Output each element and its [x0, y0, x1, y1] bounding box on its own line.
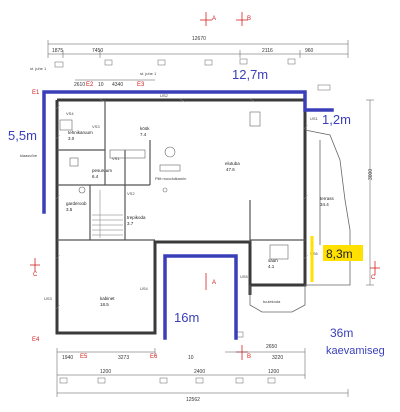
axis-mark: E4	[32, 337, 40, 343]
dim-top-part: 1875	[52, 48, 63, 54]
section-mark-b-bottom: B	[247, 354, 251, 360]
room-area: 3.7	[127, 221, 134, 226]
room-area: 18.5	[100, 302, 109, 307]
room-name: trepikoda	[127, 215, 146, 220]
room-area: 47.6	[226, 167, 235, 172]
room-name: garderoob	[66, 201, 87, 206]
annotation-bottom-length: 16m	[174, 310, 199, 325]
porch-outline	[249, 285, 306, 313]
room-name: tuulekoda	[263, 299, 281, 304]
room-area: 4.1	[268, 264, 275, 269]
room-area: 6.4	[92, 174, 99, 179]
note-cable: st. juhe 1	[140, 71, 157, 76]
annotation-right-length: 1,2m	[322, 112, 351, 127]
room-name: saun	[268, 258, 278, 263]
wall-tag: VS1	[112, 156, 120, 161]
note-window: klaasvõre	[20, 153, 38, 158]
annotation-left-length: 5,5m	[8, 128, 37, 143]
stairs	[92, 190, 123, 238]
top-markers	[54, 58, 331, 91]
wall-tag: US6	[310, 251, 319, 256]
dim-top-part: 7450	[92, 48, 103, 54]
dim-right-vertical: 3000	[368, 169, 374, 180]
bottom-markers	[59, 331, 276, 384]
axis-mark: E3	[137, 82, 145, 88]
dim-bottom-second: 1200	[100, 369, 111, 375]
right-dimension-chain	[366, 99, 374, 286]
exterior-walls	[55, 98, 307, 335]
wall-tag: US5	[240, 274, 249, 279]
interior-walls	[57, 100, 305, 242]
annotation-highlight-length: 8,3m	[326, 247, 353, 261]
room-name: tehnikaruum	[68, 130, 93, 135]
room-area: 34.4	[320, 202, 329, 207]
top-dimension-chain	[47, 40, 349, 81]
note-cable: st. juhe 1	[30, 66, 47, 71]
wall-tag: US1	[310, 116, 319, 121]
dim-second-part: 4340	[112, 82, 123, 88]
note-fireplace: Pliit moodulkamin	[155, 176, 186, 181]
dim-bottom-second: 2400	[194, 369, 205, 375]
wall-tag: US3	[44, 296, 53, 301]
wall-tag: VS2	[127, 191, 135, 196]
dim-bottom-part: 1940	[62, 355, 73, 361]
dim-top-overall: 12670	[192, 36, 206, 42]
section-mark-a-bottom: A	[212, 280, 216, 286]
annotation-total-length: 36m	[330, 326, 353, 340]
wall-hatching	[54, 98, 309, 311]
dim-second-part: 10	[98, 82, 104, 88]
terrace-outline	[304, 129, 351, 286]
room-area: 7.4	[140, 132, 147, 137]
section-mark-c-right: C	[371, 275, 376, 281]
room-name: terrass	[320, 196, 335, 201]
axis-mark: E2	[86, 82, 94, 88]
fixtures	[59, 111, 289, 260]
annotation-top-length: 12,7m	[232, 67, 268, 82]
section-mark-b-top: B	[247, 16, 251, 22]
room-area: 3.0	[68, 136, 75, 141]
wall-tag: VS3	[92, 124, 100, 129]
room-name: elutuba	[225, 161, 240, 166]
room-area: 3.5	[66, 207, 73, 212]
dim-bottom-overall: 12562	[186, 397, 200, 403]
dim-bottom-part: 2650	[266, 344, 277, 350]
section-mark-c-left: C	[33, 272, 38, 278]
section-mark-a-top: A	[212, 16, 216, 22]
room-name: pesuruum	[92, 168, 112, 173]
highlight-box	[323, 245, 363, 261]
wall-tag: US2	[160, 93, 169, 98]
bottom-dimension-chain	[56, 348, 349, 397]
wall-tags: US2 US1 US3 US4 US5 VS1 VS2 VS3 VS4 US6	[44, 93, 319, 301]
axis-mark: E5	[80, 354, 88, 360]
annotation-total-label: kaevamiseg	[326, 345, 385, 357]
room-name: köök	[140, 126, 150, 131]
dim-top-part: 2116	[262, 48, 273, 54]
dim-second-part: 2610	[74, 82, 85, 88]
excavation-outline	[42, 90, 334, 340]
section-markers	[30, 12, 380, 360]
dim-bottom-second: 1200	[268, 369, 279, 375]
dim-bottom-part: 3220	[272, 355, 283, 361]
room-name: kabinet	[100, 296, 115, 301]
dim-top-part: 960	[305, 48, 314, 54]
wall-tag: US4	[140, 286, 149, 291]
axis-mark: E1	[32, 90, 40, 96]
dim-bottom-part: 10	[188, 355, 194, 361]
axis-mark: E6	[150, 354, 158, 360]
room-labels: köök 7.4 elutuba 47.6 pesuruum 6.4 tehni…	[20, 126, 335, 307]
wall-tag: VS4	[66, 111, 74, 116]
dim-bottom-part: 3273	[118, 355, 129, 361]
